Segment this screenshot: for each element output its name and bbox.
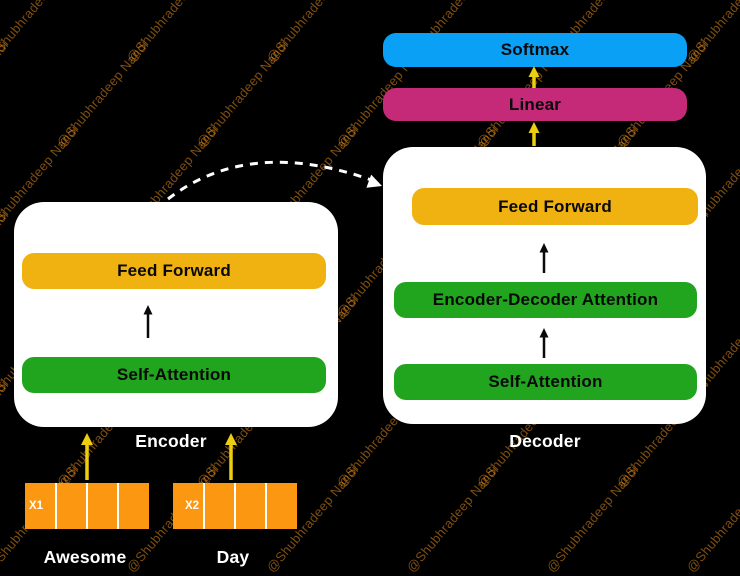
up-arrow-icon — [539, 328, 549, 358]
up-arrow-icon — [225, 433, 237, 480]
decoder-self-attention-label: Self-Attention — [488, 372, 603, 391]
cell-divider — [203, 483, 205, 529]
encoder-feed-forward-block: Feed Forward — [22, 253, 326, 289]
linear-block: Linear — [383, 88, 687, 121]
encoder-feed-forward-label: Feed Forward — [117, 261, 231, 280]
up-arrow-icon — [81, 433, 93, 480]
watermark-text: @Shubhradeep Nandi — [403, 462, 502, 575]
up-arrow-icon — [528, 122, 540, 146]
up-arrow-icon — [528, 66, 540, 88]
watermark-text: @Shubhradeep Nandi — [193, 37, 292, 150]
watermark-text: @Shubhradeep Nandi — [0, 37, 12, 150]
cell-divider — [234, 483, 236, 529]
input-word-awesome: Awesome — [43, 547, 127, 567]
decoder-self-attention-block: Self-Attention — [394, 364, 697, 400]
decoder-feed-forward-label: Feed Forward — [498, 196, 612, 216]
softmax-block: Softmax — [383, 33, 687, 67]
watermark-text: @Shubhradeep Nandi — [263, 0, 362, 65]
watermark-text: @Shubhradeep Nandi — [123, 0, 222, 65]
cell-divider — [55, 483, 57, 529]
watermark-text: @Shubhradeep Nandi — [0, 207, 12, 320]
encoder-decoder-attention-block: Encoder-Decoder Attention — [394, 282, 697, 318]
up-arrow-icon — [539, 243, 549, 273]
softmax-label: Softmax — [500, 40, 570, 59]
token-id-x2: X2 — [185, 500, 200, 512]
up-arrow-icon — [143, 305, 153, 338]
cell-divider — [117, 483, 119, 529]
encoder-title: Encoder — [135, 431, 207, 451]
encoder-self-attention-label: Self-Attention — [116, 365, 232, 384]
input-embedding-x2: X2 — [173, 483, 297, 529]
linear-label: Linear — [508, 94, 562, 114]
input-embedding-x1: X1 — [25, 483, 149, 529]
watermark-text: @Shubhradeep Nandi — [543, 462, 642, 575]
encoder-decoder-attention-label: Encoder-Decoder Attention — [432, 290, 659, 309]
watermark-text: @Shubhradeep Nandi — [0, 0, 81, 66]
watermark-text: @Shubhradeep Nandi — [683, 463, 740, 575]
cell-divider — [265, 483, 267, 529]
encoder-self-attention-block: Self-Attention — [22, 357, 326, 393]
decoder-title: Decoder — [509, 431, 581, 451]
encoder-panel — [14, 202, 338, 427]
watermark-text: @Shubhradeep Nandi — [0, 377, 12, 490]
token-id-x1: X1 — [29, 500, 44, 512]
watermark-text: @Shubhradeep Nandi — [53, 37, 152, 150]
cell-divider — [86, 483, 88, 529]
decoder-feed-forward-block: Feed Forward — [412, 188, 698, 225]
watermark-text: @Shubhradeep Nandi — [683, 0, 740, 66]
input-word-day: Day — [216, 547, 250, 567]
